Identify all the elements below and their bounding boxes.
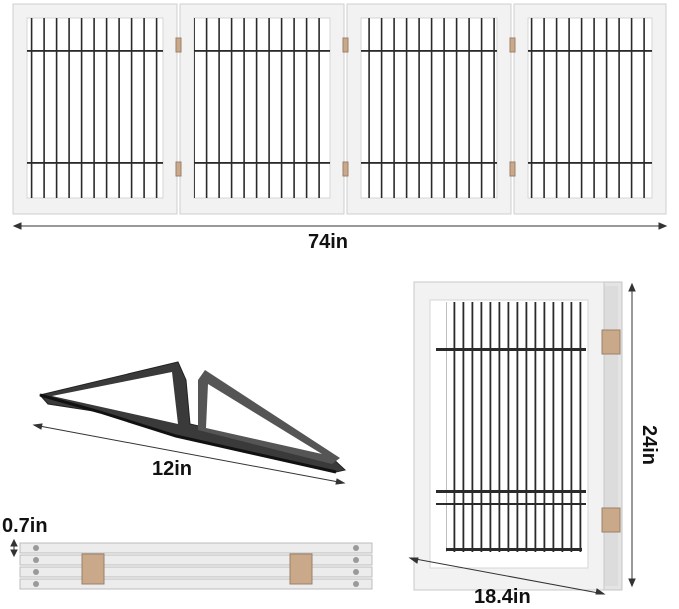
folded-width-label: 18.4in	[474, 586, 531, 608]
width-label: 74in	[308, 231, 349, 253]
gate-panel-3	[346, 3, 512, 215]
gate-panel-2	[179, 3, 345, 215]
gate-panel-4	[513, 3, 667, 215]
unfolded-gate	[12, 3, 667, 215]
thickness-label: 0.7in	[2, 515, 48, 537]
gate-panel-1	[12, 3, 178, 215]
folded-panels-front	[413, 281, 623, 591]
stand-dimension-line	[32, 423, 346, 485]
thickness-dimension-line	[10, 538, 18, 558]
hinge-icons	[175, 37, 516, 177]
folded-panels-side	[19, 542, 373, 590]
width-dimension-line	[12, 222, 668, 230]
support-stand	[39, 361, 347, 474]
folded-height-label: 24in	[638, 425, 660, 466]
folded-width-dimension-line	[408, 557, 606, 595]
height-dimension-line	[628, 282, 636, 588]
stand-length-label: 12in	[152, 458, 193, 480]
